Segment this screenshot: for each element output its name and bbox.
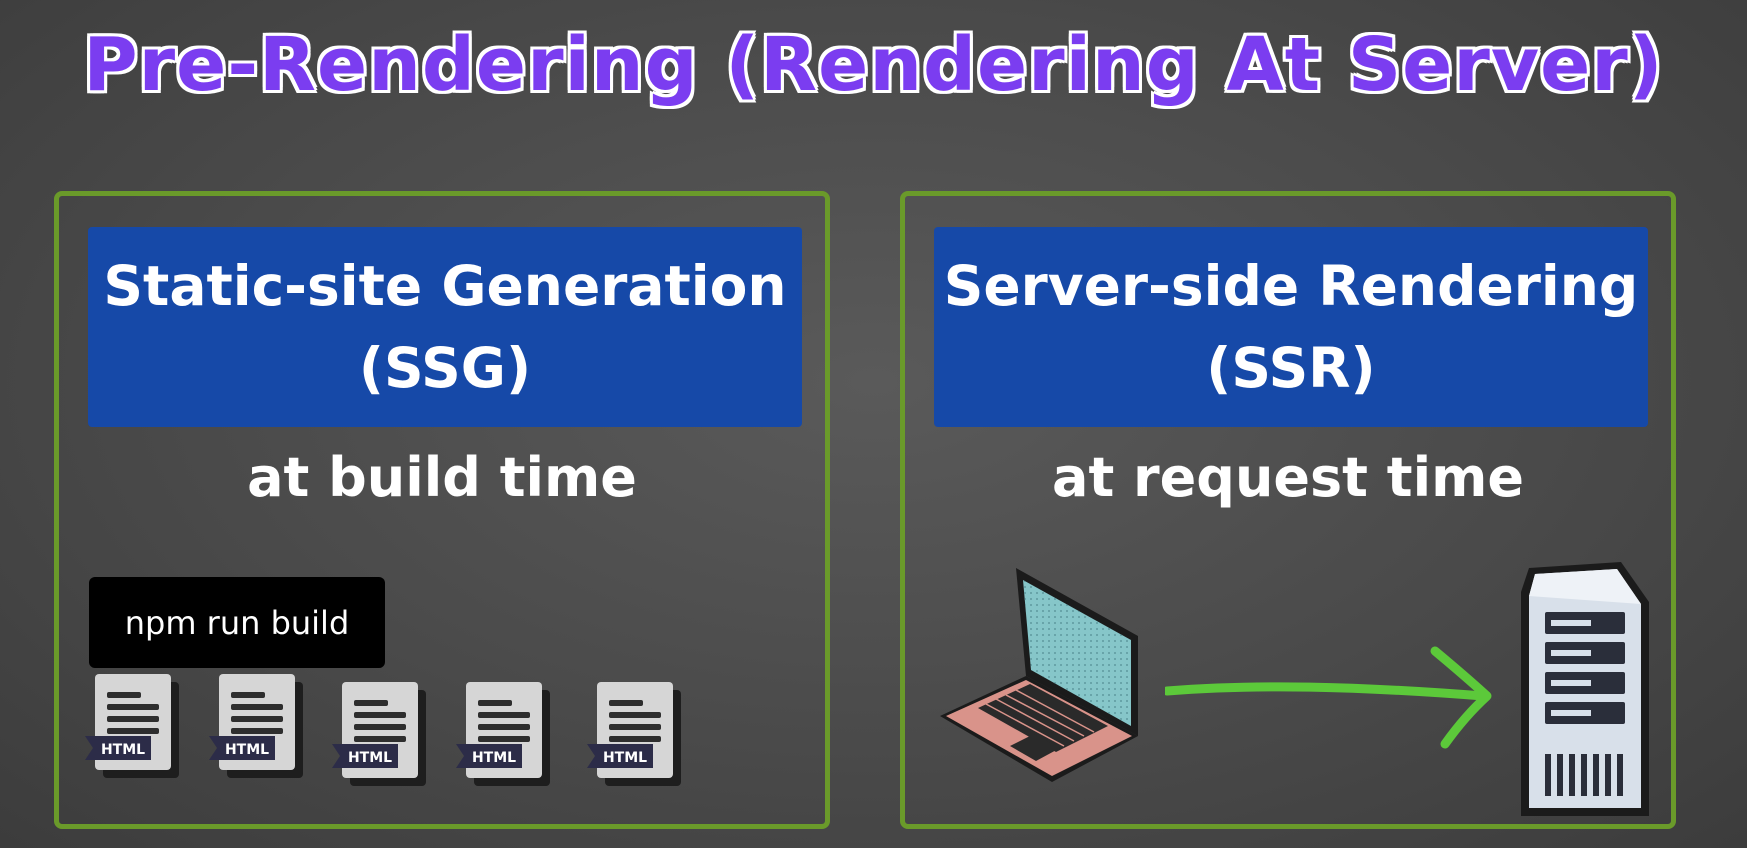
arrow-right-icon xyxy=(1162,636,1505,760)
html-label: HTML xyxy=(225,742,269,758)
html-label: HTML xyxy=(101,742,145,758)
ssr-header-line2: (SSR) xyxy=(1206,336,1376,400)
html-file-icon: HTML xyxy=(456,682,556,796)
html-file-icon: HTML xyxy=(587,682,687,796)
html-file-icon: HTML xyxy=(85,674,185,788)
html-label: HTML xyxy=(472,750,516,766)
html-file-icon: HTML xyxy=(332,682,432,796)
ssr-header-line1: Server-side Rendering xyxy=(943,254,1639,318)
ssg-header: Static-site Generation (SSG) xyxy=(88,227,802,427)
ssr-header: Server-side Rendering (SSR) xyxy=(934,227,1648,427)
server-icon xyxy=(1511,558,1661,824)
ssg-header-line1: Static-site Generation xyxy=(103,254,787,318)
page-title: Pre-Rendering (Rendering At Server) xyxy=(83,22,1664,108)
html-file-icon: HTML xyxy=(209,674,309,788)
ssg-panel: Static-site Generation (SSG) at build ti… xyxy=(54,191,830,829)
build-command: npm run build xyxy=(89,577,385,668)
html-files-group: HTML HTML xyxy=(85,674,725,814)
html-label: HTML xyxy=(348,750,392,766)
ssg-subtitle: at build time xyxy=(247,446,637,509)
html-label: HTML xyxy=(603,750,647,766)
ssr-subtitle: at request time xyxy=(1052,446,1524,509)
ssr-panel: Server-side Rendering (SSR) at request t… xyxy=(900,191,1676,829)
laptop-icon xyxy=(938,566,1158,790)
ssg-header-line2: (SSG) xyxy=(358,336,532,400)
